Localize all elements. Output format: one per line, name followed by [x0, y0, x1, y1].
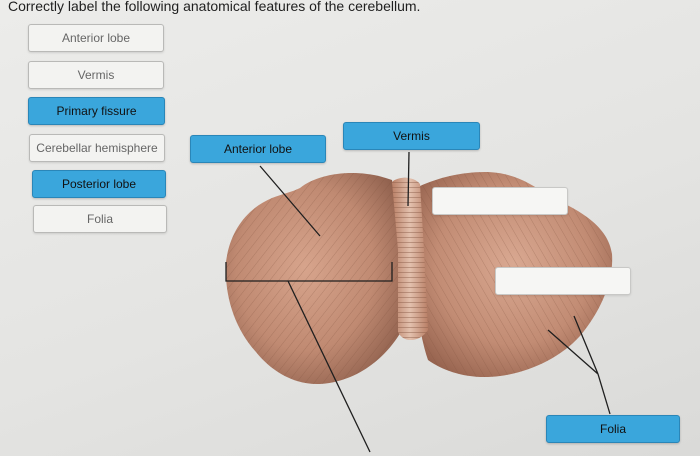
left-hemisphere: [225, 173, 402, 385]
bank-chip-primary-fissure[interactable]: Primary fissure: [28, 97, 165, 125]
bank-chip-posterior-lobe[interactable]: Posterior lobe: [32, 170, 166, 198]
bank-chip-cerebellar-hemisphere[interactable]: Cerebellar hemisphere: [29, 134, 165, 162]
drop-target-upper-right[interactable]: [432, 187, 568, 215]
vermis-structure: [392, 177, 428, 341]
placed-label-folia[interactable]: Folia: [546, 415, 680, 443]
leader-line-vermis: [407, 151, 410, 207]
leader-line-anterior-lobe: [259, 165, 321, 237]
bank-chip-anterior-lobe[interactable]: Anterior lobe: [28, 24, 164, 52]
drop-target-right[interactable]: [495, 267, 631, 295]
bank-chip-folia[interactable]: Folia: [33, 205, 167, 233]
leader-line-lower-left: [287, 280, 371, 453]
leader-line-folia-stem: [597, 373, 611, 415]
instruction-text: Correctly label the following anatomical…: [8, 0, 421, 14]
bracket-line-hemisphere: [225, 262, 393, 282]
placed-label-anterior-lobe[interactable]: Anterior lobe: [190, 135, 326, 163]
placed-label-vermis[interactable]: Vermis: [343, 122, 480, 150]
bank-chip-vermis[interactable]: Vermis: [28, 61, 164, 89]
